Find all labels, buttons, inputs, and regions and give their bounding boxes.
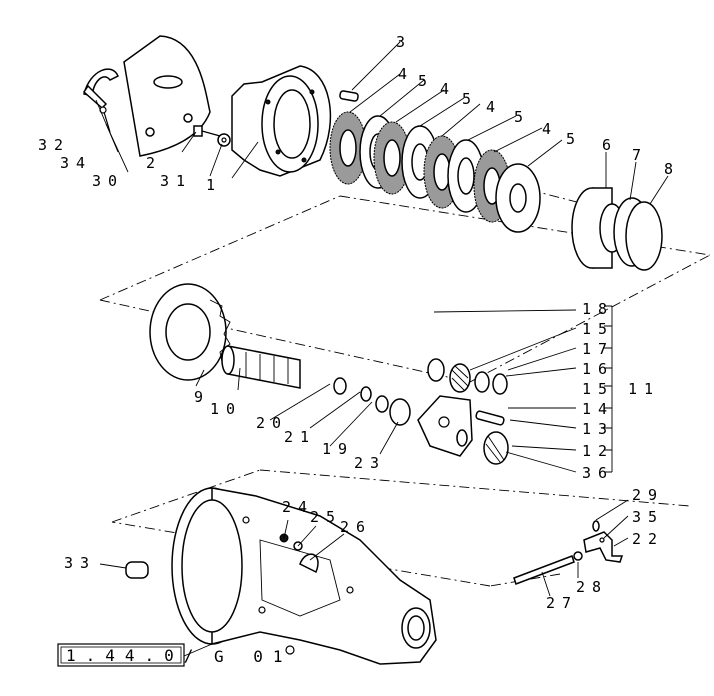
label-8: 8: [664, 160, 680, 178]
label-2: 2: [146, 154, 162, 172]
label-32: 32: [38, 136, 70, 154]
gear-housing-part-9: [149, 283, 231, 381]
label-36: 36: [582, 464, 614, 482]
disc-pack: [329, 111, 541, 233]
leader-lines: [95, 41, 669, 657]
label-10: 10: [210, 400, 242, 418]
ring-part-8: [625, 201, 663, 271]
label-7: 7: [632, 146, 648, 164]
label-27: 27: [546, 594, 578, 612]
ring-part-23: [389, 398, 411, 426]
part-26-detail: [299, 553, 319, 574]
label-3: 3: [396, 33, 412, 51]
plate-part-30: [123, 35, 211, 157]
screw-part-34: [99, 106, 111, 133]
label-5: 5: [462, 90, 478, 108]
label-6: 6: [602, 136, 618, 154]
part-labels: 3 4 5 4 5 4 5 4 5 6 7 8 32 34 30 2 31 1 …: [38, 33, 680, 612]
label-14: 14: [582, 400, 614, 418]
label-5: 5: [514, 108, 530, 126]
reference-group: G 01: [214, 647, 293, 666]
label-28: 28: [576, 578, 608, 596]
label-5: 5: [566, 130, 582, 148]
washer-part-19: [375, 395, 389, 413]
label-1: 1: [206, 176, 222, 194]
label-24: 24: [282, 498, 314, 516]
label-26: 26: [340, 518, 372, 536]
housing-part-1: [231, 65, 332, 177]
label-12: 12: [582, 442, 614, 460]
label-19: 19: [322, 440, 354, 458]
label-31: 31: [160, 172, 192, 190]
bracket-part-32: [83, 68, 119, 110]
reference-code: 1.44.0/: [66, 646, 203, 665]
ring-part-17: [427, 358, 445, 382]
plate-hole: [153, 75, 183, 89]
label-33: 33: [64, 554, 96, 572]
label-25: 25: [310, 508, 342, 526]
axle-housing: [171, 487, 437, 665]
ring-part-15: [474, 371, 490, 393]
pin-part-3: [339, 90, 359, 102]
rod-part-27: [513, 555, 575, 585]
gear-part-36: [483, 431, 509, 465]
label-15: 15: [582, 320, 614, 338]
label-4: 4: [398, 65, 414, 83]
ring-part-15b: [492, 373, 508, 395]
label-11: 11: [628, 380, 660, 398]
label-35: 35: [632, 508, 664, 526]
bearing-part-16: [449, 363, 471, 393]
label-4: 4: [440, 80, 456, 98]
washer-part-20: [333, 377, 347, 395]
pin-part-13: [475, 410, 505, 426]
pin-part-29: [592, 520, 600, 532]
label-22: 22: [632, 530, 664, 548]
label-13: 13: [582, 420, 614, 438]
lever-part-22: [583, 531, 624, 563]
label-34: 34: [60, 154, 92, 172]
bolt-part-2: [193, 125, 221, 137]
label-20: 20: [256, 414, 288, 432]
label-15: 15: [582, 380, 614, 398]
label-9: 9: [194, 388, 210, 406]
bottom-box-outline: [111, 469, 691, 587]
washer-part-28: [573, 551, 583, 561]
label-4: 4: [542, 120, 558, 138]
plug-part-33: [125, 561, 149, 579]
label-23: 23: [354, 454, 386, 472]
label-16: 16: [582, 360, 614, 378]
label-29: 29: [632, 486, 664, 504]
label-21: 21: [284, 428, 316, 446]
label-5: 5: [418, 72, 434, 90]
label-17: 17: [582, 340, 614, 358]
pin-part-35: [599, 537, 605, 543]
clip-part-21: [360, 386, 372, 402]
label-18: 18: [582, 300, 614, 318]
diff-case-part-12: [417, 395, 473, 457]
label-30: 30: [92, 172, 124, 190]
shaft-part-10: [221, 345, 301, 389]
washer-part-31: [217, 133, 231, 147]
label-4: 4: [486, 98, 502, 116]
reference-callout: 1.44.0/ G 01: [57, 643, 293, 667]
